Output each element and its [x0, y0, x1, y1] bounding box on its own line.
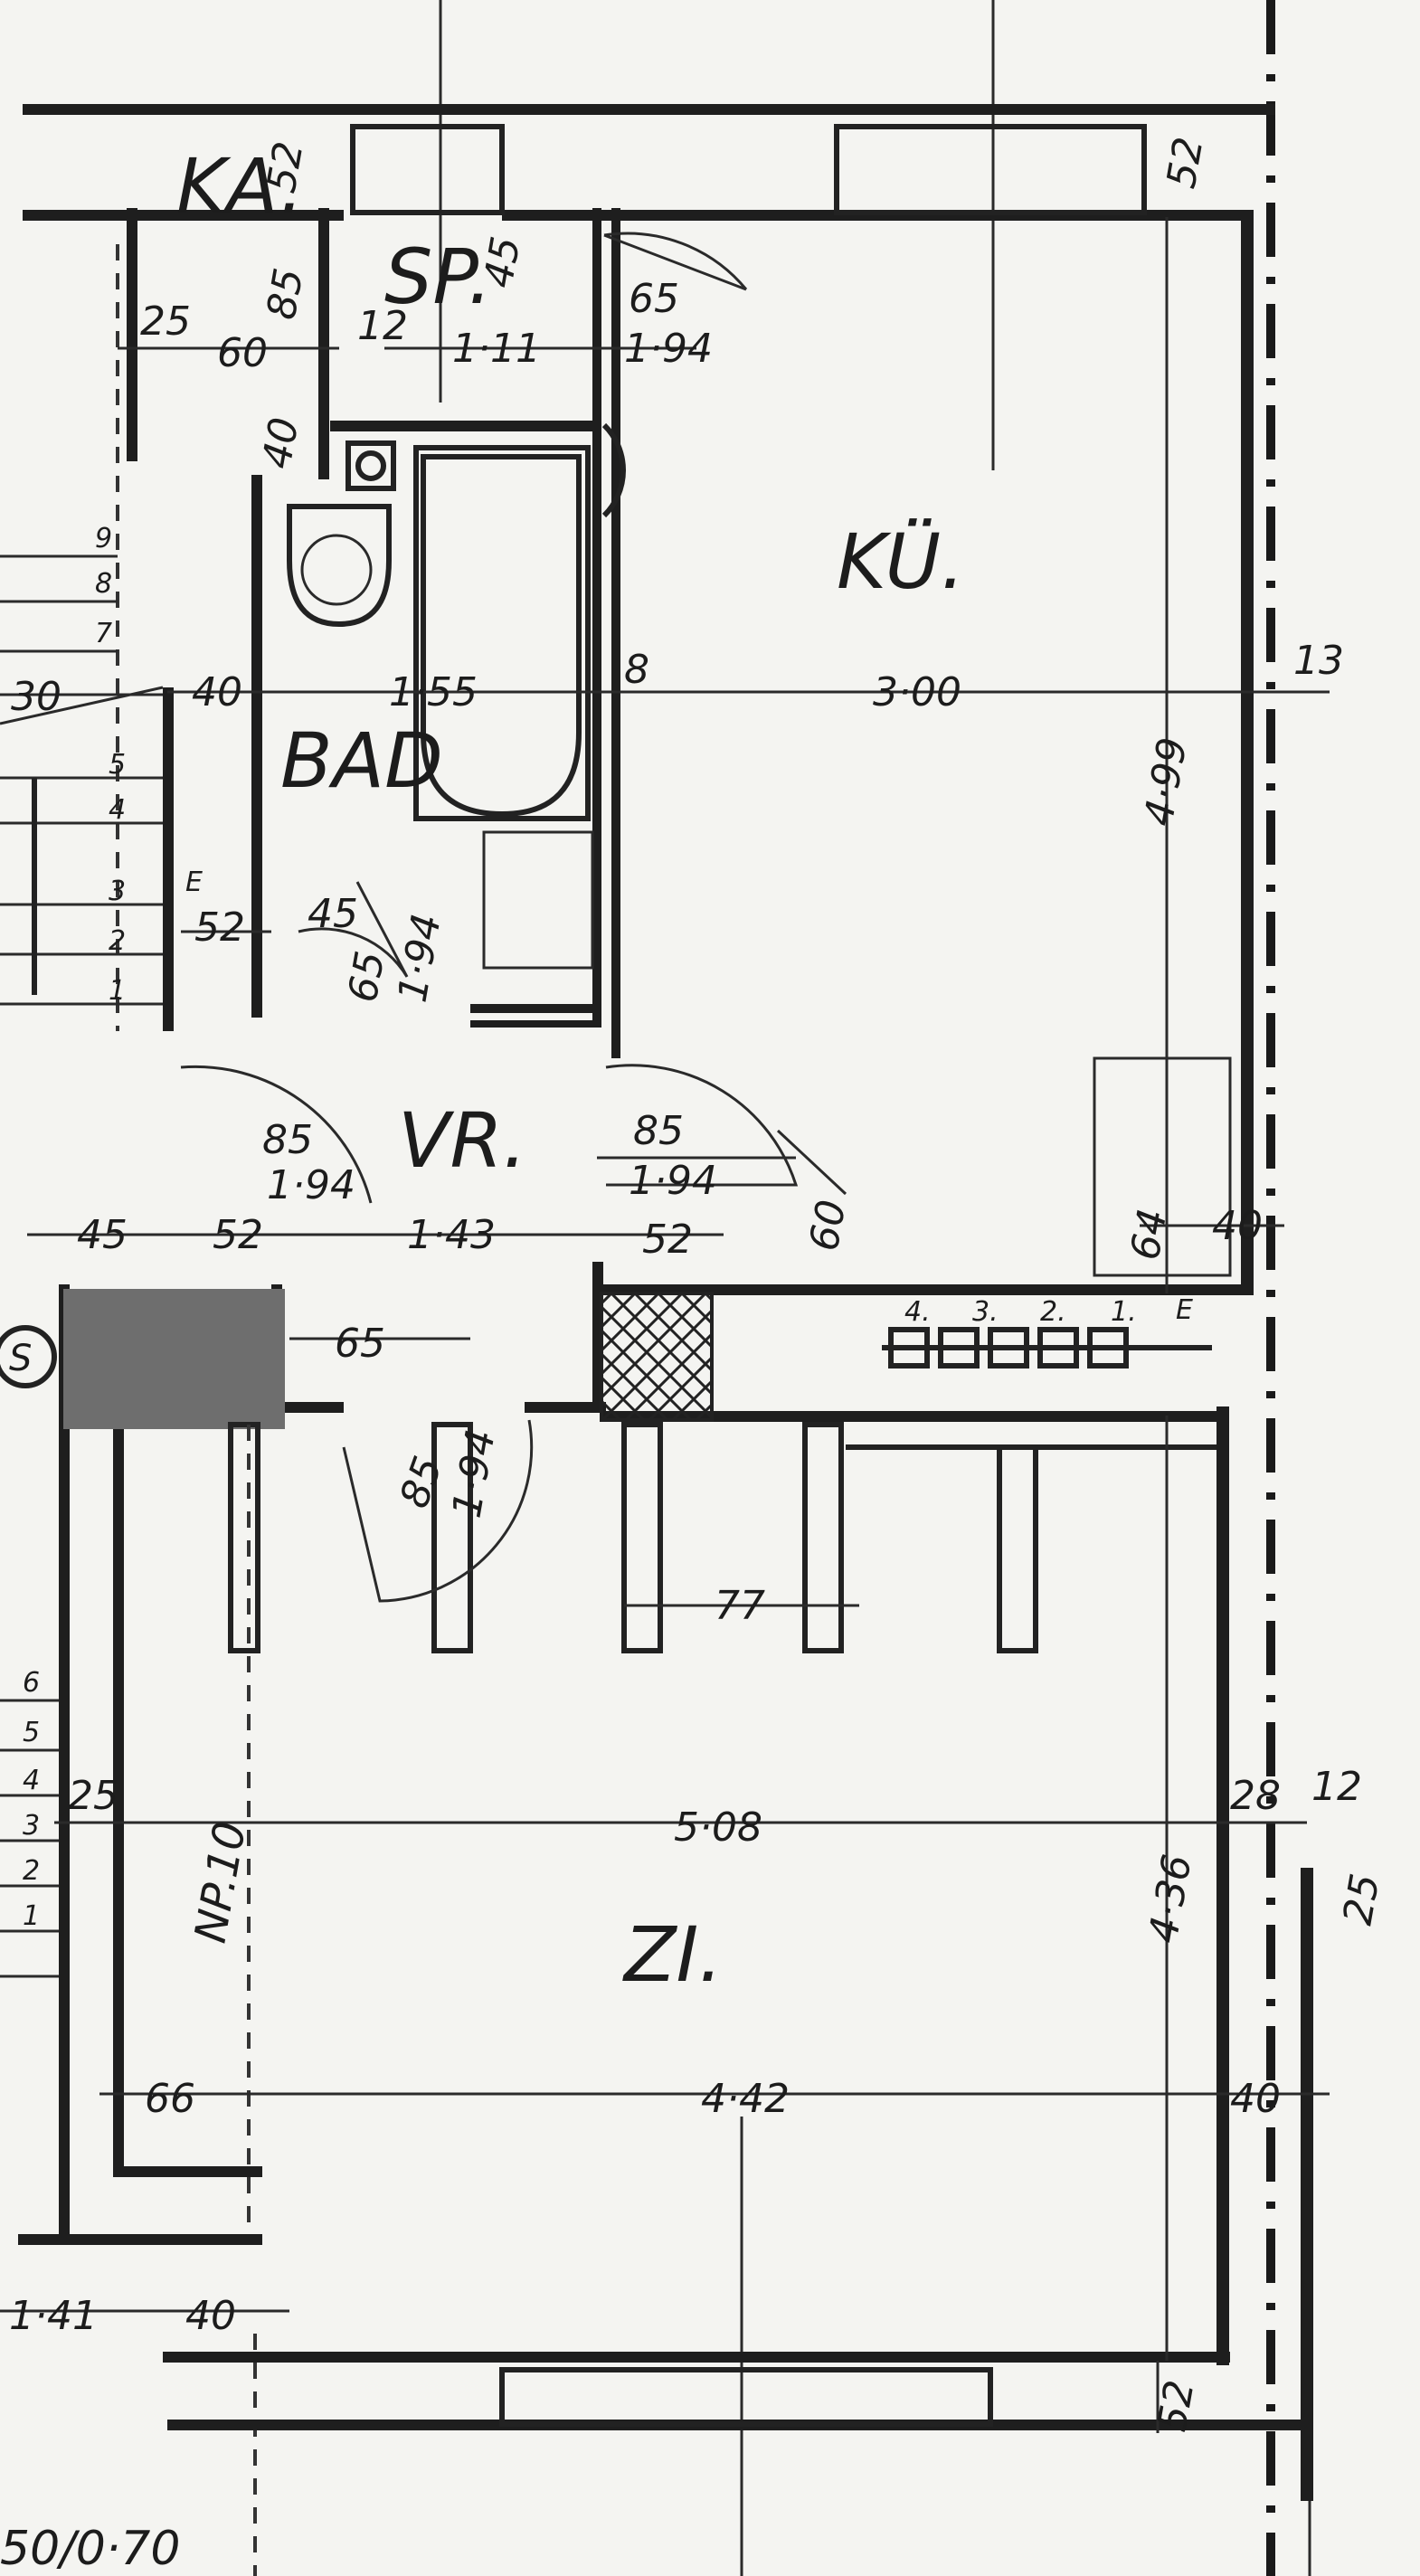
dim-text: 64	[1122, 1206, 1177, 1264]
dim-text: 45	[476, 233, 530, 291]
stair-step-number: 1	[23, 1900, 40, 1932]
stairs	[0, 554, 164, 1978]
shaded-wall	[63, 1289, 285, 1429]
dim-text: 85	[633, 1108, 684, 1154]
dim-text: 52	[213, 1212, 263, 1258]
dim-text: 45	[77, 1212, 128, 1258]
dimension-lines	[0, 217, 1330, 2433]
radiator-label: 2.	[1040, 1296, 1066, 1328]
dim-text: 25	[1335, 1870, 1389, 1928]
dim-text: 25	[140, 298, 191, 345]
dim-text: 52	[642, 1217, 693, 1263]
stair-step-number: 7	[95, 618, 112, 649]
dim-text: 60	[801, 1197, 856, 1255]
dim-text: 45	[308, 891, 358, 937]
toilet	[287, 504, 392, 628]
dim-text: 65	[629, 276, 679, 322]
dim-text: 8	[624, 647, 649, 693]
dim-text: 52	[1150, 2377, 1204, 2435]
dim-text: 52	[194, 904, 245, 951]
dim-text: 1·43	[407, 1212, 496, 1258]
dim-text: 1·11	[452, 326, 541, 372]
section-marker-label: S	[9, 1338, 32, 1379]
room-pantry: SP.	[384, 232, 492, 321]
stair-step-number: 4	[109, 794, 126, 826]
section-marker	[0, 1325, 57, 1388]
dim-text: 4·99	[1136, 734, 1197, 829]
stair-numbers: 9 8 7 5 4 3 2 1 6 5 4 3 2 1	[23, 523, 126, 1932]
dim-text: 40	[254, 414, 308, 472]
stair-step-number: 3	[23, 1810, 40, 1842]
room-kitchen: KÜ.	[837, 517, 965, 606]
stair-step-number: 5	[109, 749, 126, 781]
dim-text: 1·94	[390, 911, 450, 1006]
dim-text: 1·94	[267, 1162, 355, 1208]
stair-step-number: 4	[23, 1765, 40, 1796]
dim-text: 1·41	[9, 2293, 98, 2339]
dim-text: 28	[1230, 1773, 1281, 1819]
bathtub	[413, 445, 591, 821]
dim-text: 4·36	[1141, 1852, 1201, 1946]
dim-text: 12	[1311, 1764, 1362, 1810]
room-bath: BAD	[280, 716, 443, 805]
dim-text: 25	[68, 1773, 118, 1819]
dim-text: 40	[185, 2293, 236, 2339]
room-hall: VR.	[398, 1096, 527, 1185]
stair-label: NP.10	[185, 1818, 257, 1946]
room-cellar: KA.	[176, 142, 304, 231]
radiators	[882, 1327, 1212, 1368]
stair-step-number: 1	[109, 975, 126, 1007]
dim-text: 30	[11, 674, 62, 720]
door-swings	[180, 232, 799, 1603]
dim-text: 1·94	[444, 1426, 505, 1521]
radiator-label: 3.	[972, 1296, 999, 1328]
dim-text: 40	[192, 669, 242, 715]
hatched-shaft	[600, 1292, 714, 1422]
sheet-note: 50/0·70	[0, 2522, 180, 2576]
dim-text: 12	[357, 303, 408, 349]
stair-step-number: 2	[23, 1855, 40, 1887]
axis-lines	[253, 0, 1311, 2576]
dimension-texts: 52 25 60 85 12 45 1·11 65 1·94 52 40 40 …	[9, 134, 1389, 2435]
stair-step-number: 8	[95, 568, 112, 600]
dim-text: 13	[1293, 638, 1344, 684]
stair-step-number: 5	[23, 1717, 40, 1748]
dim-text: 52	[259, 138, 313, 196]
dim-text: 52	[1159, 134, 1213, 192]
walls	[18, 104, 1313, 2501]
dim-text: 65	[340, 948, 394, 1006]
radiator-label: 1.	[1111, 1296, 1137, 1328]
stair-step-number: 9	[95, 523, 112, 554]
dim-text: 66	[145, 2076, 195, 2122]
toilet-box	[346, 440, 396, 491]
dim-text: 85	[391, 1451, 451, 1514]
dim-text: 85	[262, 1117, 313, 1163]
room-labels: KÜ. BAD VR. ZI. KA. SP.	[176, 142, 965, 1999]
dim-text: 77	[715, 1583, 765, 1629]
dim-text: 65	[335, 1321, 385, 1367]
room-living: ZI.	[622, 1910, 723, 1999]
dim-text: 5·08	[674, 1804, 762, 1851]
dim-text: 1·94	[629, 1158, 717, 1204]
dim-text: 40	[1212, 1203, 1263, 1249]
dim-text: 1·94	[624, 326, 713, 372]
marker-e-bath: E	[185, 867, 203, 898]
stair-step-number: 6	[23, 1667, 40, 1699]
radiator-label: 4.	[904, 1296, 931, 1328]
dim-text: 4·42	[701, 2076, 790, 2122]
dim-text: 40	[1230, 2076, 1281, 2122]
dim-text: 60	[217, 330, 268, 376]
dim-text: 3·00	[873, 669, 961, 715]
fixtures	[287, 440, 1232, 1368]
misc-labels: NP.10 E E 50/0·70 S	[0, 867, 1193, 2576]
stair-step-number: 2	[109, 925, 126, 957]
stair-step-number: 3	[109, 876, 126, 907]
dim-text: 1·55	[389, 669, 478, 715]
dim-text: 85	[259, 265, 313, 323]
marker-e-kitchen: E	[1176, 1294, 1193, 1326]
